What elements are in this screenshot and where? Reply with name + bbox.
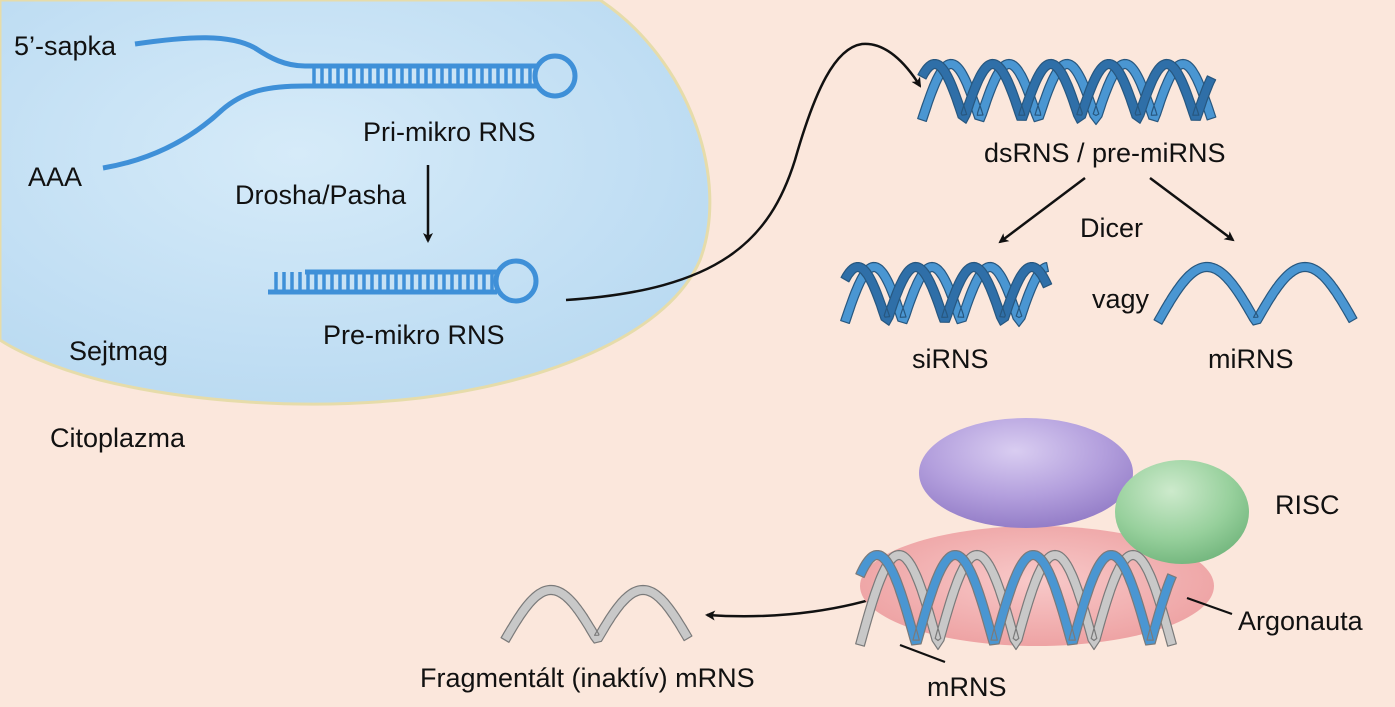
pri-mirna-hairpin [102, 35, 578, 171]
polya-label: AAA [28, 162, 83, 192]
risc-label: RISC [1275, 490, 1340, 520]
drosha-label: Drosha/Pasha [235, 180, 407, 210]
argonaute-leader [1186, 596, 1233, 616]
cap-label: 5’-sapka [14, 31, 117, 61]
dsrna-helix [917, 58, 1217, 126]
helix-strand [855, 550, 1177, 646]
dicer-arrow-left [998, 177, 1086, 244]
dsrna-label: dsRNS / pre-miRNS [984, 138, 1226, 168]
mrna-label: mRNS [927, 672, 1007, 702]
risc-purple-subunit [919, 418, 1133, 528]
export-arrow [565, 42, 922, 302]
sirna-label: siRNS [912, 344, 989, 374]
helix-strand [917, 58, 1217, 126]
mirna-label: miRNS [1208, 344, 1294, 374]
mirna-helix [1153, 261, 1358, 326]
or-label: vagy [1092, 284, 1150, 314]
helix-strand [500, 584, 693, 644]
pre-mirna-hairpin [268, 258, 539, 304]
pre-mirna-label: Pre-mikro RNS [323, 320, 505, 350]
helix-strand [917, 58, 1217, 124]
pri-mirna-label: Pri-mikro RNS [363, 117, 536, 147]
helix-strand [840, 261, 1053, 326]
fragmented-mrna-helix [500, 584, 693, 644]
risc-bound-mrna-helix [855, 549, 1177, 651]
sirna-helix [840, 261, 1053, 328]
mrna-leader [899, 643, 946, 664]
nucleus-label: Sejtmag [69, 336, 169, 366]
helix-strand [1153, 261, 1358, 326]
fragmented-mrna-label: Fragmentált (inaktív) mRNS [420, 663, 755, 693]
dicer-label: Dicer [1080, 213, 1144, 243]
dicer-arrow-right [1149, 176, 1235, 242]
helix-strand [840, 261, 1049, 328]
cytoplasm-label: Citoplazma [50, 423, 186, 453]
risc-green-subunit [1115, 460, 1249, 564]
argonaute-label: Argonauta [1238, 606, 1363, 636]
nucleus-region [0, 0, 712, 406]
